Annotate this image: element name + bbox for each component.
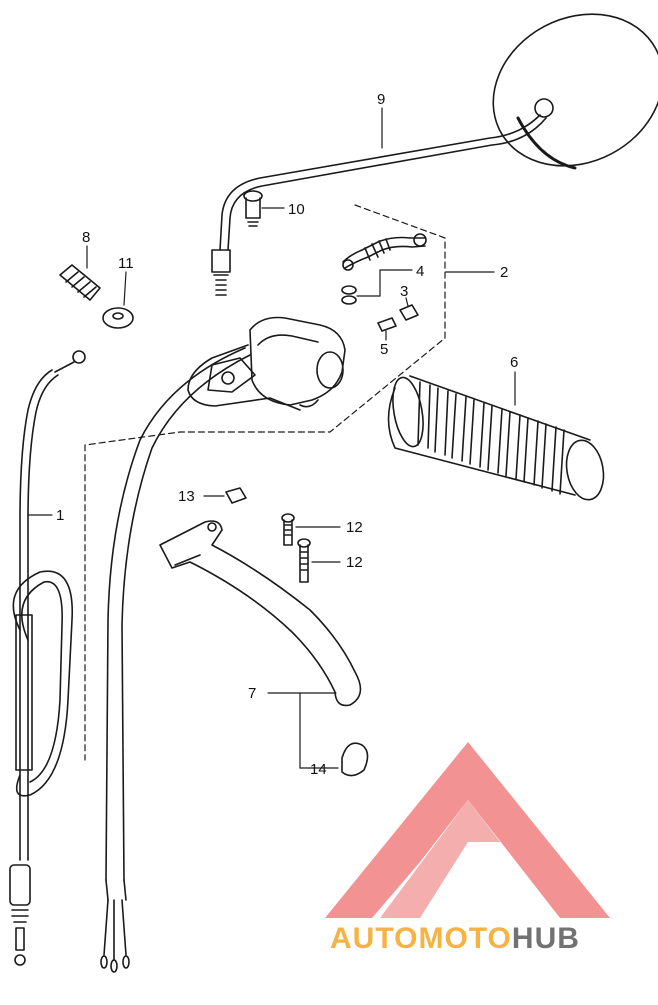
- washer-11: [102, 271, 134, 329]
- lever-cap-14: [341, 742, 369, 777]
- callout-5: 5: [380, 341, 388, 358]
- callout-labels: 1 2 3 4 5 6 7 8 9 10 11 12 12 13 14: [56, 91, 518, 778]
- callout-11: 11: [118, 255, 134, 272]
- callout-7: 7: [248, 685, 256, 702]
- callout-8: 8: [82, 229, 90, 246]
- callout-14: 14: [310, 761, 327, 778]
- callout-9: 9: [377, 91, 385, 108]
- watermark-auto: AUTO: [330, 922, 418, 955]
- mirror-stem: [219, 114, 541, 251]
- callout-1: 1: [56, 507, 64, 524]
- watermark-moto: MOTO: [418, 922, 511, 955]
- pivot-bolt-12b: [297, 538, 341, 583]
- brake-lever-7: [159, 520, 362, 769]
- watermark-triangle-icon: [325, 742, 610, 918]
- svg-text:AUTOMOTOHUB: AUTOMOTOHUB: [330, 922, 580, 955]
- callout-6: 6: [510, 354, 518, 371]
- assembly-outline-dashed: [84, 204, 446, 761]
- control-cable-1: [9, 350, 86, 966]
- pivot-bolt-12a: [281, 513, 341, 546]
- watermark-logo: AUTOMOTOHUB: [325, 742, 610, 955]
- callout-3: 3: [400, 283, 408, 300]
- mirror-rim: [516, 116, 577, 170]
- callout-12b: 12: [346, 554, 363, 571]
- adjuster-bolt-8: [59, 245, 101, 301]
- callout-13: 13: [178, 488, 195, 505]
- screw-5: [377, 317, 397, 341]
- watermark-inner-triangle-icon: [420, 830, 520, 904]
- mirror-head: [492, 13, 658, 167]
- callout-10: 10: [288, 201, 305, 218]
- nut-13: [203, 487, 247, 504]
- mirror-mount-thread: [211, 249, 231, 273]
- screw-3: [399, 297, 419, 321]
- bolt-10: [243, 190, 285, 227]
- lever-bracket-housing: [187, 316, 346, 411]
- handlebar-grip-6: [387, 371, 605, 501]
- callout-4: 4: [416, 263, 424, 280]
- mirror-ball-joint: [534, 98, 554, 118]
- clamp-4: [341, 233, 427, 305]
- watermark-mark-icon: [380, 800, 500, 918]
- mirror-assembly: [211, 13, 658, 296]
- callout-12a: 12: [346, 519, 363, 536]
- callout-2: 2: [500, 264, 508, 281]
- switch-wire-harness: [100, 347, 251, 973]
- watermark-hub: HUB: [512, 922, 580, 955]
